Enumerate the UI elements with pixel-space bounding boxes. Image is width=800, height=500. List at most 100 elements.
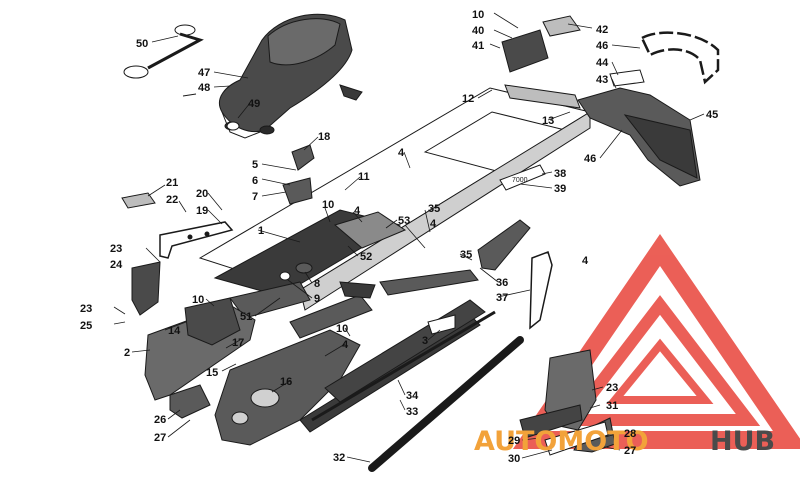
callout-25: 25 <box>80 320 92 332</box>
callout-29: 29 <box>508 435 520 447</box>
leader-lines <box>113 12 705 463</box>
callout-19: 19 <box>196 205 208 217</box>
callout-10: 10 <box>472 9 484 21</box>
bracket-7 <box>282 177 313 205</box>
bracket-36 <box>477 219 531 271</box>
callout-41: 41 <box>472 40 484 52</box>
callout-5: 5 <box>252 159 258 171</box>
callout-1: 1 <box>258 225 264 237</box>
callout-27: 27 <box>154 432 166 444</box>
callout-4: 4 <box>398 147 405 159</box>
callout-20: 20 <box>196 188 208 200</box>
grab-handle <box>159 221 234 259</box>
callout-13: 13 <box>542 115 554 127</box>
strap-knob <box>174 24 196 36</box>
snowflap-shadow <box>623 114 698 179</box>
callout-10: 10 <box>322 199 334 211</box>
cover-18 <box>291 144 315 171</box>
callout-23: 23 <box>80 303 92 315</box>
side-cutout-a <box>250 388 280 408</box>
callout-4: 4 <box>582 255 589 267</box>
callout-35: 35 <box>428 203 440 215</box>
running-board-lower <box>289 294 373 339</box>
cleat-3 <box>427 314 456 335</box>
decal-text-38: 7000 <box>512 177 528 184</box>
callout-8: 8 <box>314 278 320 290</box>
callout-48: 48 <box>198 82 210 94</box>
plate-29 <box>519 404 583 439</box>
tunnel-assembly: 7000 <box>144 87 592 446</box>
callout-17: 17 <box>232 337 244 349</box>
part-9 <box>279 271 291 281</box>
bumper-26 <box>169 384 211 419</box>
callout-34: 34 <box>406 390 419 402</box>
rod-33 <box>311 310 496 422</box>
callout-38: 38 <box>554 168 566 180</box>
callout-24: 24 <box>110 259 123 271</box>
callout-18: 18 <box>318 131 330 143</box>
bracket-40 <box>501 29 549 73</box>
seat-latch <box>339 84 363 101</box>
side-cutout-b <box>231 411 249 425</box>
callout-9: 9 <box>314 293 320 305</box>
callout-45: 45 <box>706 109 718 121</box>
watermark-text-right: HUB <box>710 426 775 457</box>
strut-37 <box>529 251 553 330</box>
callout-4: 4 <box>342 339 349 351</box>
callout-33: 33 <box>406 406 418 418</box>
watermark-text-left: AUTOMOTO <box>474 426 649 457</box>
plate-42 <box>542 15 581 37</box>
callout-7: 7 <box>252 191 258 203</box>
callout-30: 30 <box>508 453 520 465</box>
pad-53 <box>333 211 407 249</box>
strap-end <box>123 65 149 79</box>
callout-4: 4 <box>354 205 361 217</box>
strap-arm <box>147 32 204 70</box>
callout-52: 52 <box>360 251 372 263</box>
callout-28: 28 <box>624 428 636 440</box>
callout-14: 14 <box>168 325 181 337</box>
seat-assembly <box>218 13 363 139</box>
callout-39: 39 <box>554 183 566 195</box>
callout-11: 11 <box>358 171 370 183</box>
tunnel-right-edge <box>299 111 591 311</box>
cap-21 <box>121 192 156 209</box>
callout-42: 42 <box>596 24 608 36</box>
callout-23: 23 <box>110 243 122 255</box>
watermark-triangle-outer <box>512 234 800 449</box>
decal-38 <box>499 164 546 191</box>
washer-49 <box>226 121 240 131</box>
callout-3: 3 <box>422 335 428 347</box>
callout-35: 35 <box>460 249 472 261</box>
callout-10: 10 <box>192 294 204 306</box>
callout-50: 50 <box>136 38 148 50</box>
callout-53: 53 <box>398 215 410 227</box>
callout-21: 21 <box>166 177 178 189</box>
rail-13 <box>504 84 581 109</box>
callout-32: 32 <box>333 452 345 464</box>
callout-12: 12 <box>462 93 474 105</box>
callout-10: 10 <box>336 323 348 335</box>
right-side-parts <box>311 219 616 472</box>
callout-4: 4 <box>430 218 437 230</box>
part-8 <box>295 262 313 274</box>
pad-44 <box>609 69 645 87</box>
callout-15: 15 <box>206 367 218 379</box>
callout-22: 22 <box>166 194 178 206</box>
callout-6: 6 <box>252 175 258 187</box>
callout-43: 43 <box>596 74 608 86</box>
rear-bumper-tube <box>640 31 720 85</box>
callout-27: 27 <box>624 445 636 457</box>
callout-46: 46 <box>596 40 608 52</box>
bolt-48 <box>182 93 197 97</box>
handle-hole-b <box>204 231 210 237</box>
callout-49: 49 <box>248 98 260 110</box>
seat-mount-right <box>259 125 275 135</box>
callout-51: 51 <box>240 311 252 323</box>
support-30 <box>544 421 609 456</box>
callout-2: 2 <box>124 347 130 359</box>
handle-hole-a <box>187 234 193 240</box>
watermark-triangle-core <box>606 338 714 404</box>
seat-top-panel <box>267 18 341 66</box>
